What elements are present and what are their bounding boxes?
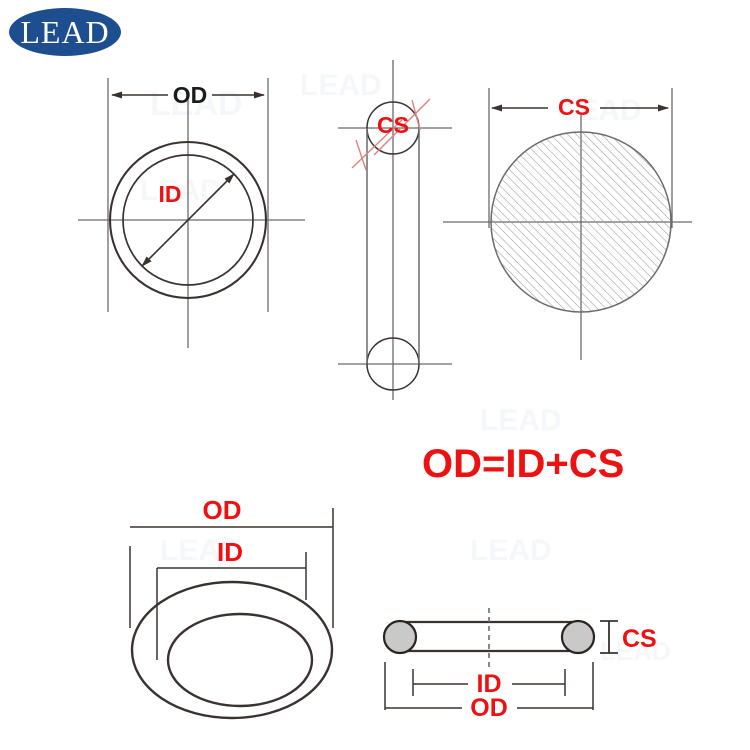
oring-side-section-view: CS ID OD [382,608,657,722]
cross-section-circle-right [560,619,596,655]
cross-section-circle-left [382,619,418,655]
formula-label: OD=ID+CS [422,442,624,486]
watermark-text: LEAD [600,636,671,666]
watermark-text: LEAD [560,94,642,127]
flat-ring-top-view: OD ID [78,78,305,348]
oring-perspective-view: OD ID [129,495,334,720]
cs-cross-line-a [373,98,431,156]
cs-label: CS [622,625,657,653]
ring-inner-circle [122,154,254,286]
cs-cross-line-b [351,119,403,169]
watermark-text: LEAD [470,534,552,567]
cross-section-outline [490,131,672,313]
ring-outer-circle [108,140,268,300]
cs-label: CS [377,112,409,138]
id-label: ID [159,181,182,207]
id-label: ID [217,537,243,567]
od-label: OD [203,495,242,525]
watermark-text: LEAD [160,534,242,567]
logo-label: LEAD [20,14,109,50]
cs-cross-tick-b [355,139,367,171]
cs-cross-tick-a [411,99,421,131]
cs-leader-cross-marks [351,98,431,171]
cs-label: CS [558,94,590,120]
cross-section-hatch-fill [491,132,671,312]
ring-outer-ellipse [130,580,334,720]
id-dimension-arrow [141,173,235,267]
id-label: ID [477,670,502,698]
lead-logo: LEAD [9,8,121,56]
od-label: OD [470,694,508,722]
cross-section-circle-hatched: CS [443,88,692,360]
watermark-text: LEAD [480,404,562,437]
oring-vertical-section-view: CS [338,60,452,400]
watermark-text: LEAD [300,69,382,102]
watermark-text: LEAD [150,85,243,123]
logo-ellipse [9,8,121,56]
od-label: OD [173,82,208,108]
ring-inner-ellipse [166,612,314,708]
